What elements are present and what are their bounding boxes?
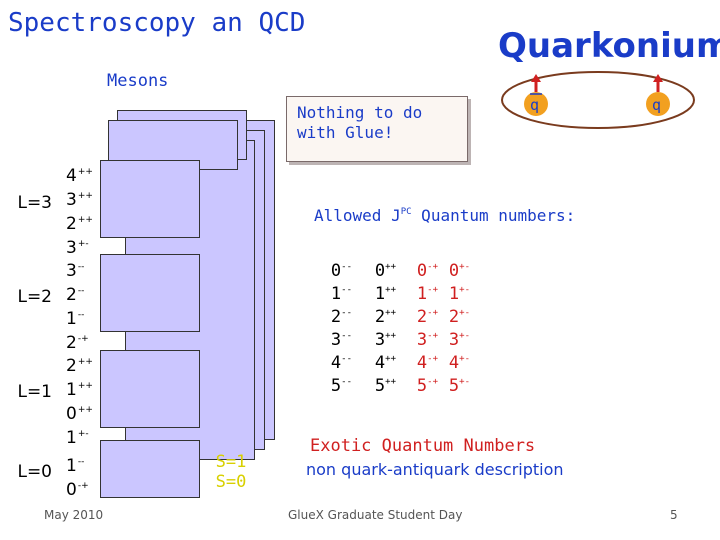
label-L3: L=3: [17, 193, 52, 213]
mesons-label: Mesons: [107, 71, 169, 91]
states-L1: 2++ 1++ 0++ 1+-: [66, 356, 93, 448]
antiquark-label: q: [530, 96, 540, 114]
jpc-column-plus-minus: 0+- 1+- 2+- 3+- 4+- 5+-: [448, 261, 470, 396]
footer-date: May 2010: [44, 508, 104, 522]
states-L0: 1-- 0-+: [66, 456, 89, 500]
jpc-column-plus-plus: 0++ 1++ 2++ 3++ 4++ 5++: [374, 261, 396, 396]
jpc-column-minus-plus: 0-+ 1-+ 2-+ 3-+ 4-+ 5-+: [416, 261, 438, 396]
label-L2: L=2: [17, 287, 52, 307]
quarkonium-heading: Quarkonium: [498, 26, 720, 66]
page-number: 5: [670, 508, 678, 522]
label-L1: L=1: [17, 382, 52, 402]
label-L0: L=0: [17, 462, 52, 482]
card-L2: [100, 254, 200, 332]
spin-triplet-label: S=1: [215, 452, 247, 472]
states-L2: 3-- 2-- 1-- 2-+: [66, 261, 89, 353]
quark-label: q: [652, 96, 662, 114]
card-L3: [100, 160, 200, 238]
spin-singlet-label: S=0: [215, 472, 247, 492]
jpc-column-minus-minus: 0-- 1-- 2-- 3-- 4-- 5--: [330, 261, 352, 396]
states-L3: 4++ 3++ 2++ 3+-: [66, 166, 93, 258]
allowed-jpc-heading: Allowed JPC Quantum numbers:: [314, 206, 576, 225]
glue-note: Nothing to do with Glue!: [286, 96, 468, 162]
exotic-heading: Exotic Quantum Numbers: [310, 436, 536, 456]
exotic-description: non quark-antiquark description: [306, 460, 564, 479]
card-L0: [100, 440, 200, 498]
footer-event: GlueX Graduate Student Day: [288, 508, 463, 522]
spin-labels: S=1 S=0: [196, 452, 266, 492]
quark-orbit-diagram: [501, 71, 695, 129]
slide-title: Spectroscopy an QCD: [8, 8, 306, 38]
card-L1: [100, 350, 200, 428]
